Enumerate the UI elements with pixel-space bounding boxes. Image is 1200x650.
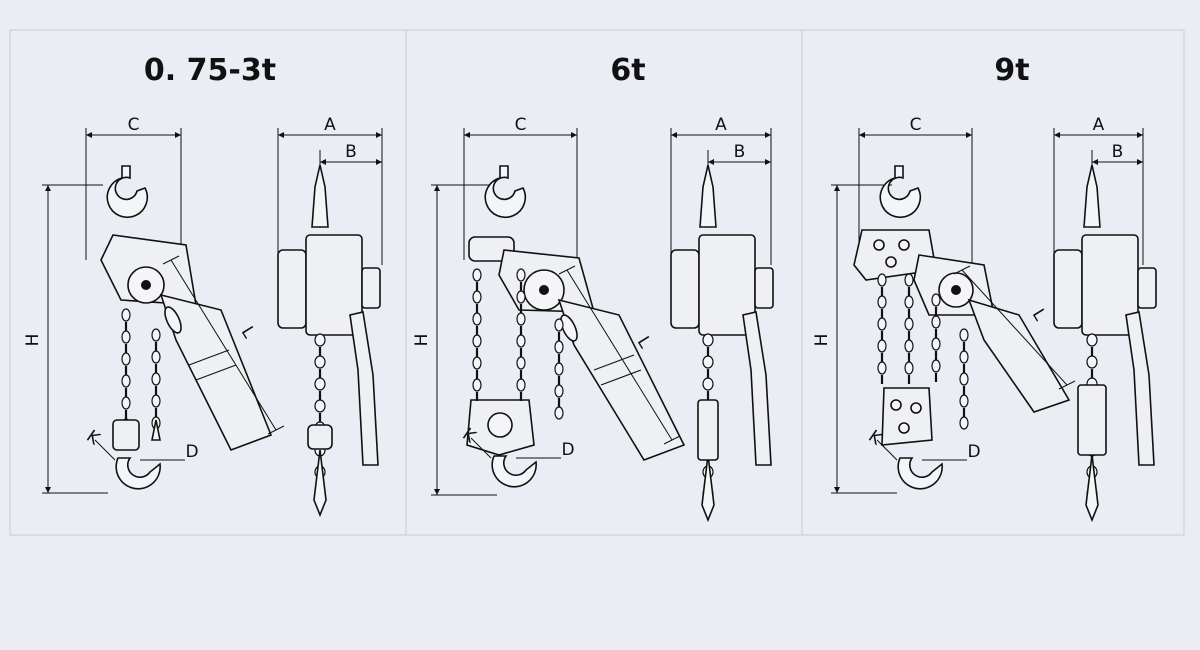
side-knob <box>754 267 774 309</box>
side-gear-cover <box>670 249 700 329</box>
label-A: A <box>324 115 336 135</box>
side-bottom-hook <box>701 454 715 523</box>
side-bottom-hook <box>313 449 327 518</box>
label-B: B <box>345 142 357 162</box>
label-C: C <box>515 115 527 135</box>
panel-title: 9t <box>994 53 1029 88</box>
label-A: A <box>715 115 727 135</box>
side-bottom-hook <box>1085 454 1099 523</box>
label-H: H <box>412 334 432 347</box>
side-knob <box>361 267 381 309</box>
side-knob <box>1137 267 1157 309</box>
hook-block <box>112 419 140 451</box>
side-top-hook <box>699 164 717 228</box>
bottom-hook <box>115 457 161 490</box>
hook-shape <box>106 165 149 219</box>
bottom-block <box>881 387 933 446</box>
panel-title: 6t <box>610 53 645 88</box>
panel-title: 0. 75-3t <box>144 53 276 88</box>
label-D: D <box>185 442 198 462</box>
side-handle <box>349 311 379 466</box>
bottom-hook <box>491 455 537 488</box>
label-B: B <box>1112 142 1124 162</box>
bottom-hook <box>897 457 943 490</box>
label-C: C <box>910 115 922 135</box>
hook-shape <box>484 165 527 219</box>
label-D: D <box>967 442 980 462</box>
hook-shape <box>879 165 922 219</box>
label-C: C <box>128 115 140 135</box>
side-gear-cover <box>1053 249 1083 329</box>
side-handle <box>742 311 772 466</box>
label-B: B <box>734 142 746 162</box>
side-top-hook <box>1083 164 1101 228</box>
lever-handle <box>967 298 1071 413</box>
side-gear-cover <box>277 249 307 329</box>
side-handle <box>1125 311 1155 466</box>
label-A: A <box>1093 115 1105 135</box>
label-H: H <box>23 334 43 347</box>
label-H: H <box>812 334 832 347</box>
side-top-hook <box>311 164 329 228</box>
label-D: D <box>561 440 574 460</box>
